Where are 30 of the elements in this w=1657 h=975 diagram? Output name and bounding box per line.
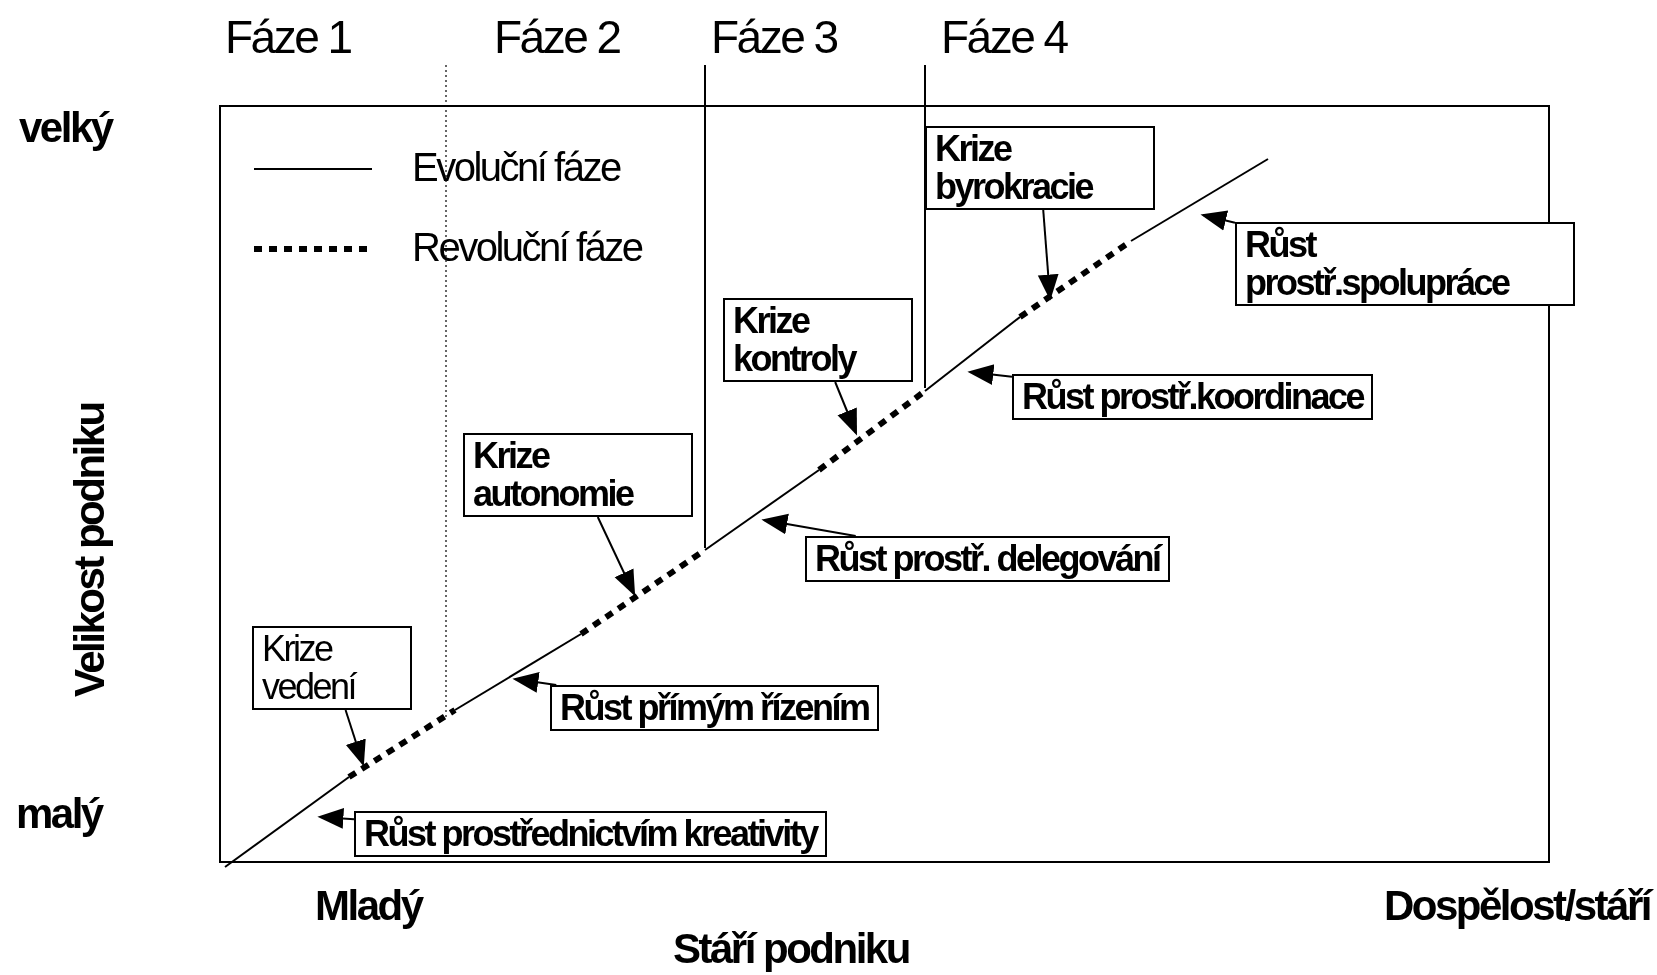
axis-title: Velikost podniku — [66, 403, 114, 697]
arrow — [344, 709, 366, 767]
label-box: Krize autonomie — [463, 433, 693, 517]
arrow — [967, 364, 1013, 385]
arrow — [317, 808, 355, 829]
phase-label: Fáze 3 — [711, 10, 837, 64]
label-box: Krize kontroly — [723, 298, 913, 382]
phase-label: Fáze 2 — [494, 10, 620, 64]
label-box: Růst přímým řízením — [550, 685, 879, 731]
phase-label: Fáze 4 — [941, 10, 1067, 64]
arrow — [834, 381, 857, 436]
label-box: Růst prostř. delegování — [805, 536, 1170, 582]
label-box: Krize vedení — [252, 626, 412, 710]
legend-label: Revoluční fáze — [412, 225, 642, 270]
label-box: Růst prostřednictvím kreativity — [354, 811, 827, 857]
axis-label: velký — [19, 104, 112, 152]
legend-label: Evoluční fáze — [412, 145, 620, 190]
arrow — [1037, 209, 1059, 301]
label-box: Růst prostř.koordinace — [1012, 374, 1374, 420]
phase-label: Fáze 1 — [225, 10, 351, 64]
label-box: Růst prostř.spolupráce — [1235, 222, 1575, 306]
arrow — [761, 513, 857, 537]
axis-label: malý — [16, 790, 102, 838]
arrow — [512, 672, 558, 693]
axis-label: Dospělost/stáří — [1384, 882, 1650, 930]
arrow — [1200, 210, 1236, 231]
arrow — [596, 516, 636, 597]
label-box: Krize byrokracie — [925, 126, 1155, 210]
axis-label: Stáří podniku — [673, 925, 909, 973]
axis-label: Mladý — [315, 882, 422, 930]
